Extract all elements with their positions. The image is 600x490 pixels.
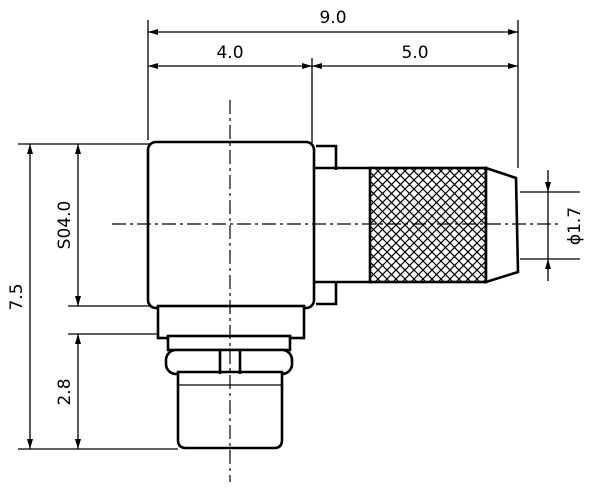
overall-width-label: 9.0 xyxy=(319,8,346,28)
body-width-label: 4.0 xyxy=(216,43,243,63)
knurled-ferrule xyxy=(368,166,488,284)
overall-height-label: 7.5 xyxy=(7,283,27,310)
dim-overall-width: 9.0 xyxy=(147,8,519,168)
center-lines xyxy=(112,100,560,482)
connector-body xyxy=(146,140,520,450)
cable-length-label: 5.0 xyxy=(401,43,428,63)
plug-height-label: 2.8 xyxy=(55,378,75,405)
body-square-label: S04.0 xyxy=(55,201,75,250)
body-block xyxy=(146,140,316,310)
dim-cable-diameter: ϕ1.7 xyxy=(520,170,585,281)
dim-body-and-cable: 4.0 5.0 xyxy=(148,43,518,148)
dim-body-square: S04.0 xyxy=(55,144,150,307)
dim-overall-height: 7.5 xyxy=(7,143,178,450)
cable-diameter-label: ϕ1.7 xyxy=(565,207,585,245)
dim-plug-height: 2.8 xyxy=(55,333,158,449)
